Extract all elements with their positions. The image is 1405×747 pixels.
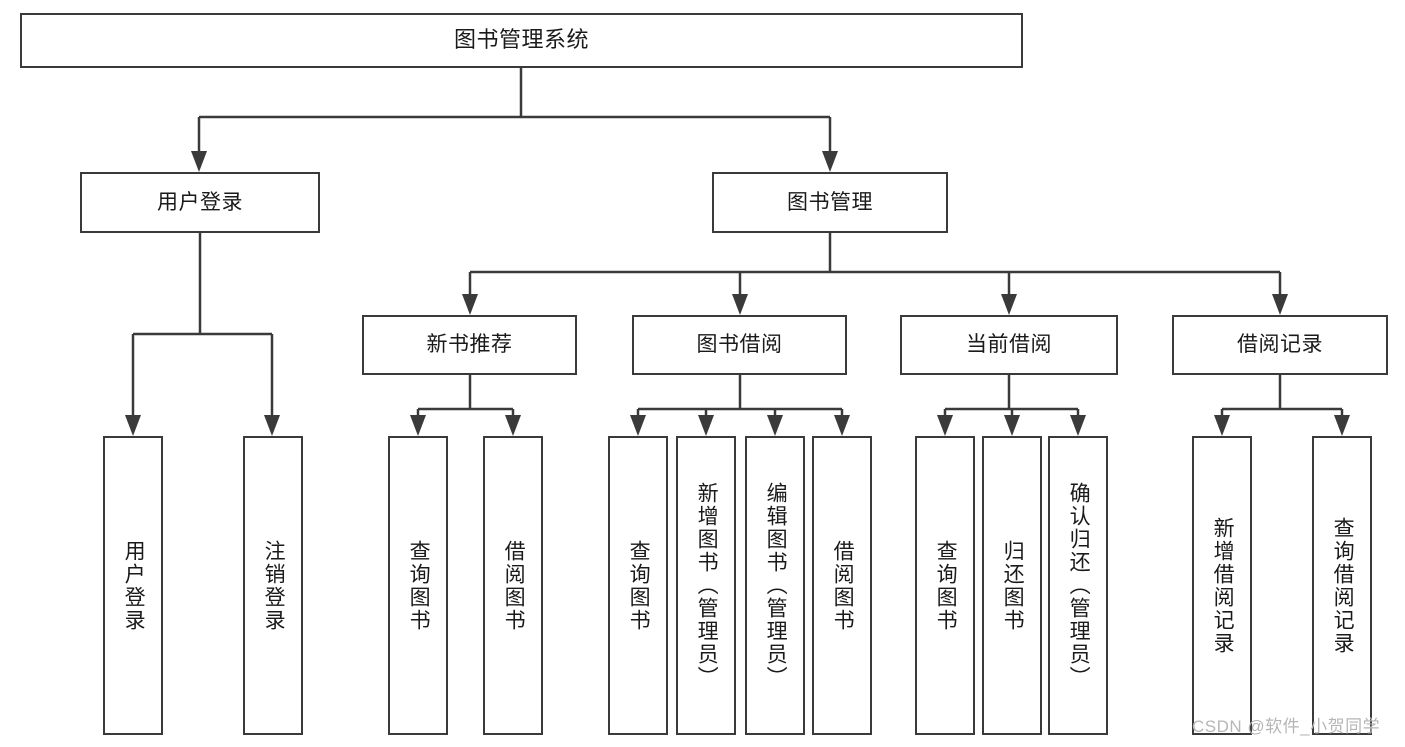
edge-from-book-manage-arrowhead-3: [1272, 294, 1288, 315]
node-book-manage[interactable]: 图书管理: [712, 172, 948, 233]
edge-from-book-borrow-arrowhead-2: [767, 415, 783, 436]
node-leaf-logout[interactable]: 注销登录: [243, 436, 303, 735]
node-root[interactable]: 图书管理系统: [20, 13, 1023, 68]
node-leaf-borrow-book-1[interactable]: 借阅图书: [483, 436, 543, 735]
node-leaf-add-record[interactable]: 新增借阅记录: [1192, 436, 1252, 735]
edge-from-new-book-rec-arrowhead-0: [410, 415, 426, 436]
edge-from-book-manage-arrowhead-2: [1001, 294, 1017, 315]
node-leaf-confirm-return[interactable]: 确认归还（管理员）: [1048, 436, 1108, 735]
node-leaf-edit-book[interactable]: 编辑图书（管理员）: [745, 436, 805, 735]
node-leaf-borrow-book-2[interactable]: 借阅图书: [812, 436, 872, 735]
node-leaf-return-book[interactable]: 归还图书: [982, 436, 1042, 735]
node-borrow-record[interactable]: 借阅记录: [1172, 315, 1388, 375]
edge-from-root-arrowhead-1: [822, 151, 838, 172]
node-leaf-user-login[interactable]: 用户登录: [103, 436, 163, 735]
node-leaf-query-record[interactable]: 查询借阅记录: [1312, 436, 1372, 735]
node-current-borrow[interactable]: 当前借阅: [900, 315, 1118, 375]
node-user-login[interactable]: 用户登录: [80, 172, 320, 233]
node-leaf-add-book[interactable]: 新增图书（管理员）: [676, 436, 736, 735]
edge-from-borrow-record-arrowhead-0: [1214, 415, 1230, 436]
node-leaf-query-book-2[interactable]: 查询图书: [608, 436, 668, 735]
edge-from-root-arrowhead-0: [191, 151, 207, 172]
edge-from-borrow-record-arrowhead-1: [1334, 415, 1350, 436]
edge-from-user-login-arrowhead-1: [264, 415, 280, 436]
edge-from-book-borrow-arrowhead-3: [834, 415, 850, 436]
edge-from-current-borrow-arrowhead-1: [1004, 415, 1020, 436]
edge-from-book-borrow-arrowhead-0: [630, 415, 646, 436]
edge-from-current-borrow-arrowhead-0: [937, 415, 953, 436]
edge-from-book-borrow-arrowhead-1: [698, 415, 714, 436]
node-book-borrow[interactable]: 图书借阅: [632, 315, 847, 375]
edge-from-current-borrow-arrowhead-2: [1070, 415, 1086, 436]
edge-from-new-book-rec-arrowhead-1: [505, 415, 521, 436]
node-new-book-rec[interactable]: 新书推荐: [362, 315, 577, 375]
edge-from-book-manage-arrowhead-1: [732, 294, 748, 315]
node-leaf-query-book-3[interactable]: 查询图书: [915, 436, 975, 735]
edge-from-user-login-arrowhead-0: [125, 415, 141, 436]
node-leaf-query-book-1[interactable]: 查询图书: [388, 436, 448, 735]
edge-from-book-manage-arrowhead-0: [462, 294, 478, 315]
